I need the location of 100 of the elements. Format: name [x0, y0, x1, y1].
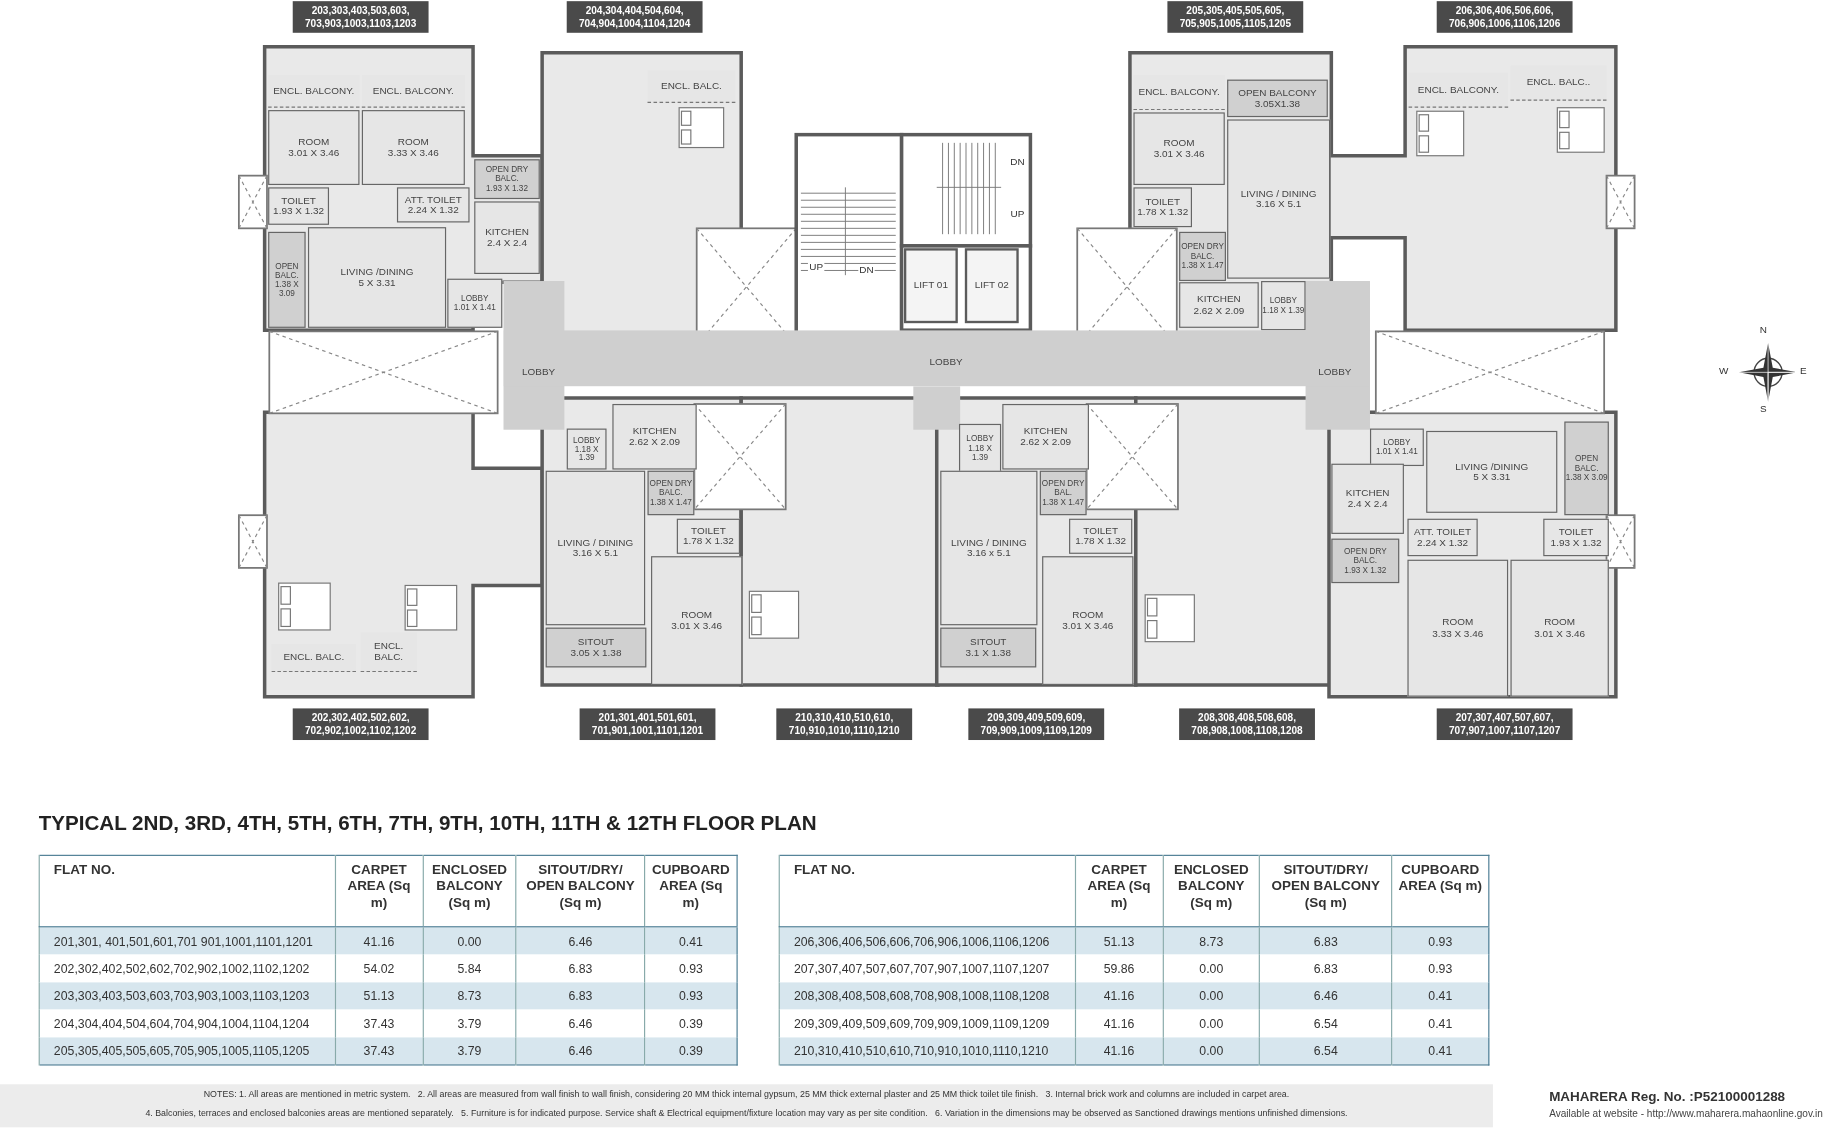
balcony	[1564, 421, 1609, 516]
room-dimensions: 1.18 X 1.39	[967, 443, 993, 462]
area-value: 51.13	[1075, 926, 1163, 955]
stair-direction-label: UP	[807, 262, 825, 273]
registration-number: MAHARERA Reg. No. :P52100001288	[1549, 1088, 1786, 1103]
room	[1042, 556, 1134, 685]
room-label: TOILET	[691, 525, 726, 537]
area-value: 41.16	[1075, 1009, 1163, 1037]
area-value: 6.46	[516, 1009, 645, 1037]
flat-numbers: 205,305,405,505,605,705,905,1005,1105,1205	[39, 1036, 336, 1065]
area-value: 0.41	[1391, 1009, 1489, 1037]
flat-number-tag: 207,307,407,507,607, 707,907,1007,1107,1207	[1436, 708, 1573, 740]
room-label: LOBBY	[461, 294, 489, 304]
room-dimensions: 1.93 X 1.32	[486, 183, 528, 193]
room	[1510, 559, 1609, 697]
balcony	[268, 231, 306, 328]
room-dimensions: 1.38 X 1.47	[1042, 497, 1085, 507]
flat-number-tag: 204,304,404,504,604, 704,904,1004,1104,1204	[566, 1, 703, 33]
room	[1227, 119, 1331, 279]
area-value: 41.16	[1075, 1036, 1163, 1065]
room	[1133, 112, 1225, 185]
room-dimensions: 3.1 X 1.38	[965, 647, 1011, 659]
area-value: 5.84	[422, 954, 517, 983]
balcony	[1227, 79, 1328, 118]
area-value: 0.41	[1391, 1036, 1489, 1065]
room-label: TOILET	[1145, 196, 1181, 208]
flat-numbers: 207,307,407,507,607,707,907,1007,1107,1207	[779, 954, 1076, 983]
area-value: 0.00	[1162, 1036, 1260, 1065]
room-label: ATT. TOILET	[404, 193, 462, 205]
room	[396, 187, 470, 223]
room-dimensions: 3.33 X 3.46	[1432, 628, 1484, 640]
room-dimensions: 2.24 X 1.32	[407, 204, 459, 216]
flat-number-tag: 205,305,405,505,605, 705,905,1005,1105,1205	[1167, 1, 1304, 33]
room	[268, 187, 330, 225]
room	[545, 470, 646, 626]
flat-numbers: 204,304,404,504,604,704,904,1004,1104,1204	[39, 1009, 336, 1037]
room-label: KITCHEN	[632, 425, 677, 437]
room-dimensions: 1.38 X 3.09	[274, 279, 300, 298]
area-value: 6.54	[1259, 1009, 1392, 1037]
room	[268, 110, 360, 185]
room-label: SITOUT	[970, 636, 1007, 648]
room-dimensions: 1.01 X 1.41	[1375, 447, 1418, 457]
flat-numbers: 202,302,402,502,602,702,902,1002,1102,1202	[39, 954, 336, 983]
balcony	[1179, 231, 1226, 281]
room-label: OPEN DRY BAL.	[1040, 479, 1086, 498]
balcony	[545, 627, 647, 668]
room	[1370, 428, 1424, 467]
area-value: 41.16	[335, 926, 423, 955]
area-value: 0.93	[644, 982, 738, 1010]
room-label: LOBBY	[572, 435, 601, 445]
room	[1407, 559, 1509, 697]
room-dimensions: 3.01 X 3.46	[1153, 148, 1205, 160]
room-dimensions: 1.78 X 1.32	[682, 536, 734, 548]
room	[1543, 518, 1609, 557]
area-value: 3.79	[422, 1009, 517, 1037]
lobby-label: LOBBY	[1317, 366, 1353, 378]
note-text: NOTES: 1. All areas are mentioned in metric system. 2. All areas are measured from wall finish to wall finish, considering 20 MM thick internal gypsum, 25 MM thick external plaster and 25 MM thick toilet tile finish. 3. Internal brick work and columns are included in carpet area.	[202, 1088, 1291, 1100]
room-label: TOILET	[1083, 525, 1118, 537]
room-label: OPEN DRY BALC.	[484, 165, 530, 184]
room-dimensions: 2.4 X 2.4	[1347, 498, 1388, 510]
room-label: OPEN DRY BALC.	[1180, 242, 1225, 261]
area-value: 3.79	[422, 1036, 517, 1065]
room	[566, 428, 607, 470]
room-label: LIVING / DINING	[557, 537, 634, 548]
room	[1179, 282, 1259, 328]
room-dimensions: 1.01 X 1.41	[453, 303, 496, 313]
room	[940, 470, 1038, 626]
area-value: 0.93	[1391, 954, 1489, 983]
area-value: 59.86	[1075, 954, 1163, 983]
room-label: OPEN DRY BALC.	[1342, 547, 1388, 566]
room-dimensions: 2.62 X 2.09	[1020, 436, 1072, 448]
room	[361, 110, 465, 185]
column-header: ENCLOSED BALCONY (Sq m)	[1162, 855, 1260, 927]
room-label: OPEN DRY BALC.	[648, 479, 694, 498]
room-label: ROOM	[1072, 609, 1104, 621]
balcony	[940, 627, 1037, 668]
room-dimensions: 1.78 X 1.32	[1075, 536, 1127, 548]
room-dimensions: 2.62 X 2.09	[1193, 305, 1245, 316]
balcony	[474, 159, 540, 200]
balcony	[1039, 470, 1087, 516]
flat-number-tag: 208,308,408,508,608, 708,908,1008,1108,1208	[1179, 708, 1315, 740]
area-value: 8.73	[1162, 926, 1260, 955]
area-value: 0.00	[1162, 954, 1260, 983]
area-value: 54.02	[335, 954, 423, 983]
lift: LIFT 01	[903, 248, 958, 324]
area-value: 0.93	[644, 954, 738, 983]
room-dimensions: 2.4 X 2.4	[487, 237, 527, 249]
stair-direction-label: UP	[1009, 208, 1026, 219]
room	[447, 278, 503, 328]
flat-number-tag: 210,310,410,510,610, 710,910,1010,1110,1210	[776, 708, 913, 740]
room-label: OPEN BALC.	[274, 261, 300, 280]
room	[676, 518, 740, 554]
room-label: KITCHEN	[1197, 294, 1241, 305]
room-dimensions: 3.05X1.38	[1254, 98, 1301, 110]
flat-numbers: 206,306,406,506,606,706,906,1006,1106,1206	[779, 926, 1076, 955]
room-dimensions: 1.38 X 1.47	[1181, 260, 1224, 270]
room-dimensions: 1.93 X 1.32	[1344, 565, 1387, 575]
flat-number-tag: 203,303,403,503,603, 703,903,1003,1103,1203	[292, 1, 429, 33]
room	[1426, 430, 1558, 513]
room-label: LOBBY	[1269, 296, 1297, 306]
